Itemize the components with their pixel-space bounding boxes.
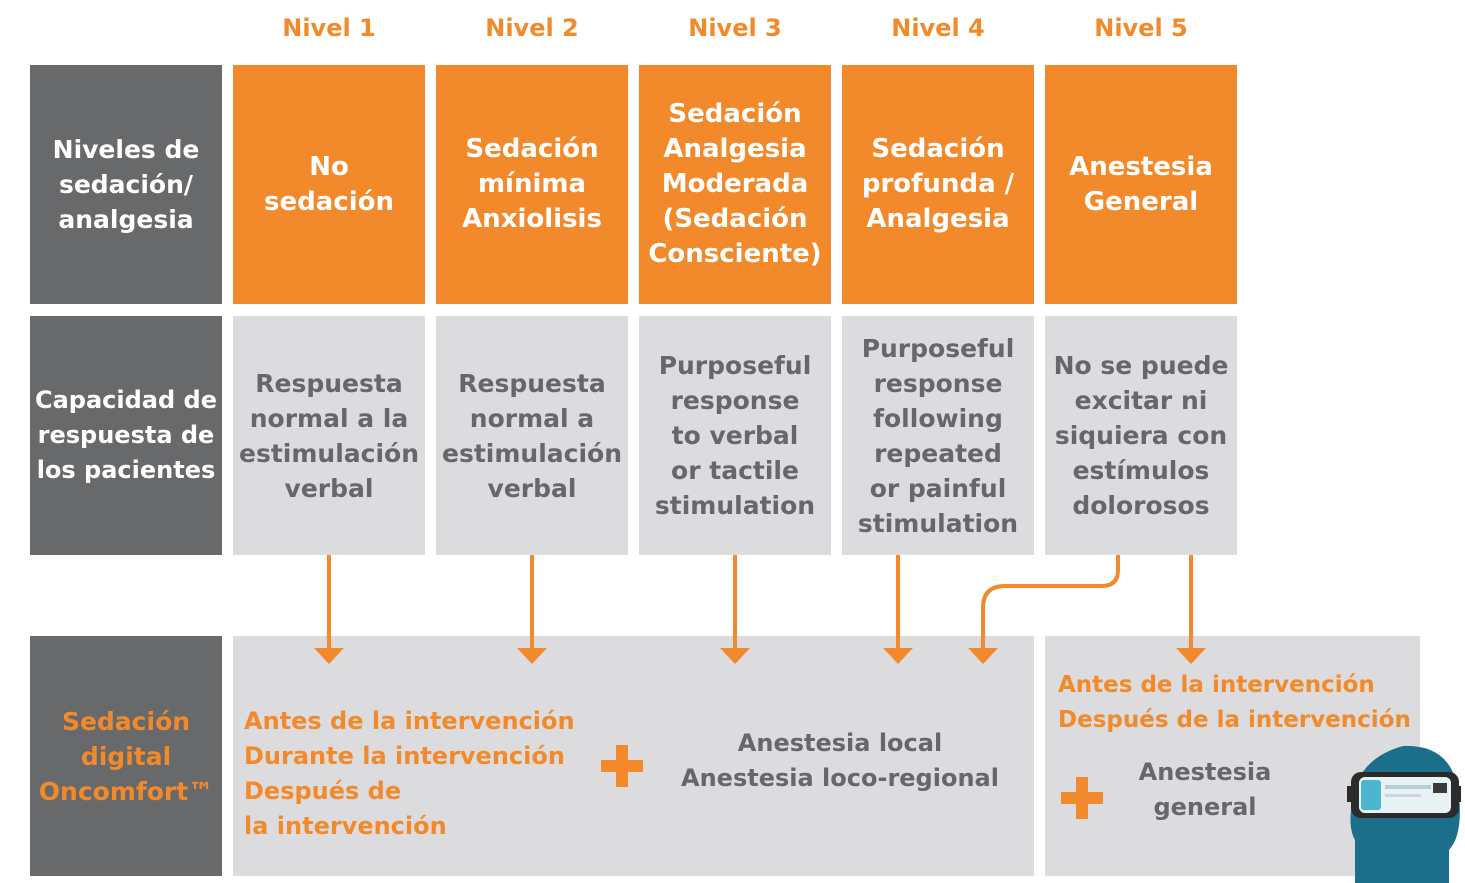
row-label-digital-sedation: Sedación digital Oncomfort™ — [30, 636, 222, 876]
left-panel-timing: Antes de la intervención Durante la inte… — [244, 707, 575, 840]
arrow-head-icon — [968, 648, 998, 664]
patient-response-cell-1: Respuesta normal a la estimulación verba… — [233, 316, 425, 555]
plus-icon — [601, 745, 643, 787]
sedation-level-cell-5: Anestesia General — [1045, 65, 1237, 304]
level-label-1: Nivel 1 — [282, 14, 376, 42]
arrow-head-icon — [883, 648, 913, 664]
patient-response-cell-5: No se puede excitar ni siquiera con estí… — [1045, 316, 1237, 555]
left-panel-anesthesia: Anestesia local Anestesia loco-regional — [681, 729, 999, 792]
plus-icon — [1061, 777, 1103, 819]
curved-arrow-icon — [981, 555, 1120, 652]
patient-response-cell-3: Purposeful response to verbal or tactile… — [639, 316, 831, 555]
arrow-head-icon — [517, 648, 547, 664]
vr-headset-head-icon — [1347, 745, 1461, 883]
right-panel-anesthesia: Anestesia general — [1138, 758, 1272, 821]
row-label-patient-response: Capacidad de respuesta de los pacientes — [30, 316, 222, 555]
sedation-level-cell-4: Sedación profunda / Analgesia — [842, 65, 1034, 304]
row-label-sedation-levels: Niveles de sedación/ analgesia — [30, 65, 222, 304]
level-label-2: Nivel 2 — [485, 14, 579, 42]
left-panel — [233, 636, 1034, 876]
arrow-head-icon — [1176, 648, 1206, 664]
level-label-4: Nivel 4 — [891, 14, 985, 42]
patient-response-cell-2: Respuesta normal a estimulación verbal — [436, 316, 628, 555]
arrow-head-icon — [314, 648, 344, 664]
right-panel-timing: Antes de la intervención Después de la i… — [1058, 672, 1411, 733]
sedation-level-cell-1: No sedación — [233, 65, 425, 304]
sedation-level-cell-2: Sedación mínima Anxiolisis — [436, 65, 628, 304]
level-label-5: Nivel 5 — [1094, 14, 1188, 42]
level-label-3: Nivel 3 — [688, 14, 782, 42]
patient-response-cell-4: Purposeful response following repeated o… — [842, 316, 1034, 555]
arrow-head-icon — [720, 648, 750, 664]
sedation-level-cell-3: Sedación Analgesia Moderada (Sedación Co… — [639, 65, 831, 304]
